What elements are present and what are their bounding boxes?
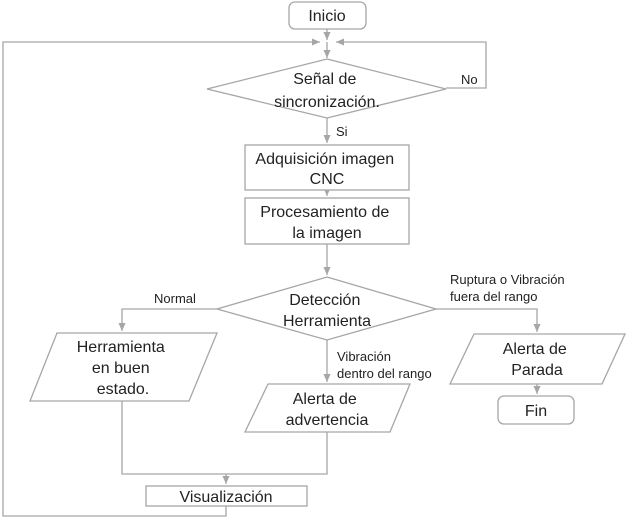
image-acquisition-process	[244, 144, 410, 191]
tool-good-state-io	[29, 332, 218, 402]
sync-signal-decision	[206, 58, 447, 119]
shapes	[29, 1, 627, 507]
start-terminator	[288, 1, 367, 30]
node-labels: Inicio Señal de sincronización. Adquisic…	[77, 8, 572, 506]
visualization-process	[145, 485, 308, 507]
no-edge-label: No	[461, 72, 478, 87]
visualization-label: Visualización	[179, 489, 272, 506]
image-acquisition-label: Adquisición imagen CNC	[255, 151, 398, 188]
edge-deteccion-ruptura	[436, 308, 541, 332]
warning-alert-io	[243, 383, 411, 433]
image-processing-process	[244, 197, 410, 245]
start-label: Inicio	[308, 8, 345, 25]
tool-detection-label: Detección Herramienta	[283, 292, 371, 330]
tool-detection-decision	[214, 276, 439, 341]
sync-signal-label: Señal de sincronización.	[274, 71, 380, 111]
image-processing-label: Procesamiento de la imagen	[260, 204, 393, 242]
stop-alert-label: Alerta de Parada	[503, 341, 572, 379]
edge-senal-no-loop	[336, 38, 487, 89]
end-label: Fin	[525, 403, 547, 420]
rupture-out-of-range-edge-label: Ruptura o Vibración fuera del rango	[450, 272, 568, 304]
tool-good-state-label: Herramienta en buen estado.	[77, 339, 169, 398]
edge-advertencia-to-visualizacion	[226, 432, 328, 475]
si-edge-label: Si	[336, 124, 348, 139]
connectors	[2, 28, 541, 517]
stop-alert-io	[448, 333, 627, 385]
end-terminator	[497, 395, 575, 425]
edge-visualizacion-return-loop	[2, 38, 320, 517]
vibration-within-range-edge-label: Vibración dentro del rango	[337, 349, 432, 381]
warning-alert-label: Alerta de advertencia	[286, 391, 369, 429]
edge-buen-estado-to-visualizacion	[121, 401, 226, 475]
normal-edge-label: Normal	[154, 291, 196, 306]
edge-labels: No Si Normal Vibración dentro del rango …	[154, 72, 568, 381]
edge-deteccion-normal	[118, 308, 217, 331]
